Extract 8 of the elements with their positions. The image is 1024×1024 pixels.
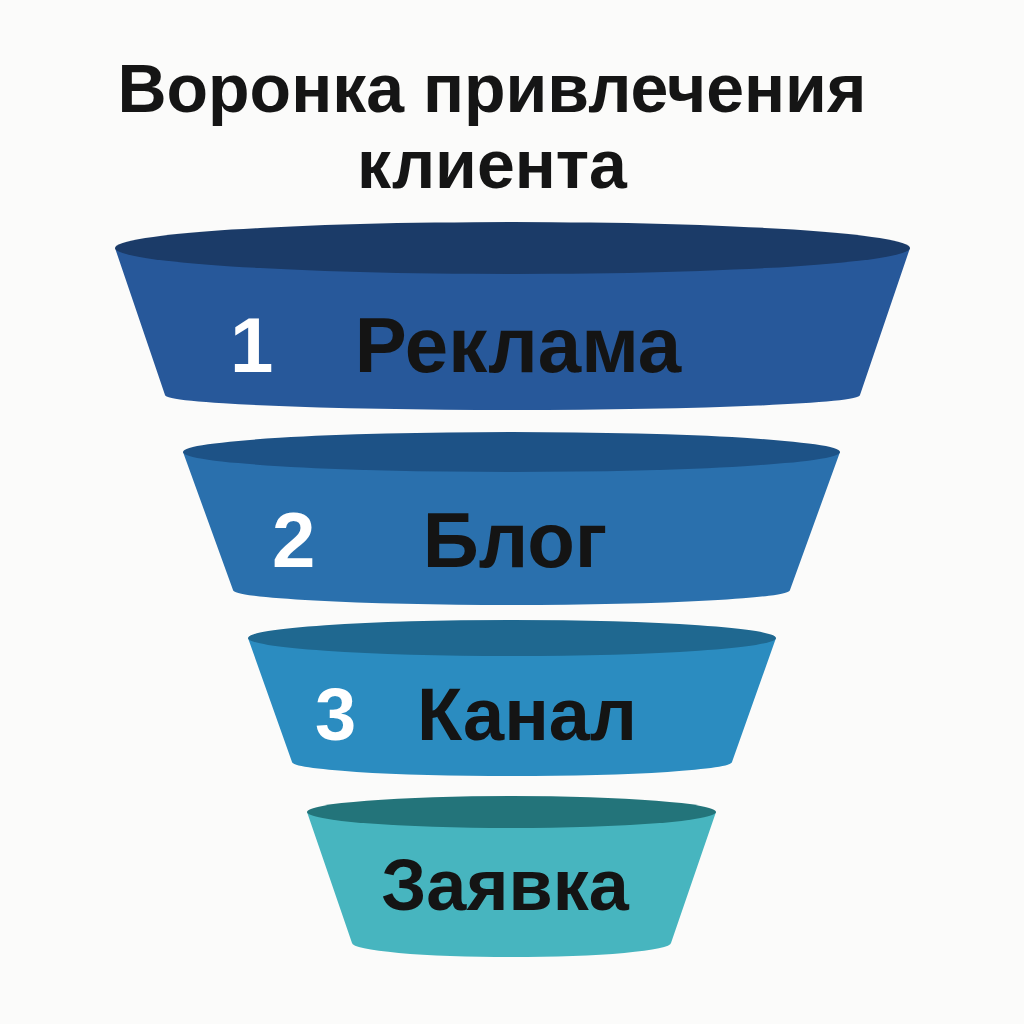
step-number: 1 <box>230 306 274 384</box>
step-label: Заявка <box>381 849 629 921</box>
step-label: Блог <box>422 501 608 579</box>
title: Воронка привлечения клиента <box>116 50 868 202</box>
step-label: Реклама <box>354 306 682 384</box>
step-number: 3 <box>315 678 357 752</box>
step-number: 2 <box>272 501 316 579</box>
step-label: Канал <box>416 678 638 752</box>
